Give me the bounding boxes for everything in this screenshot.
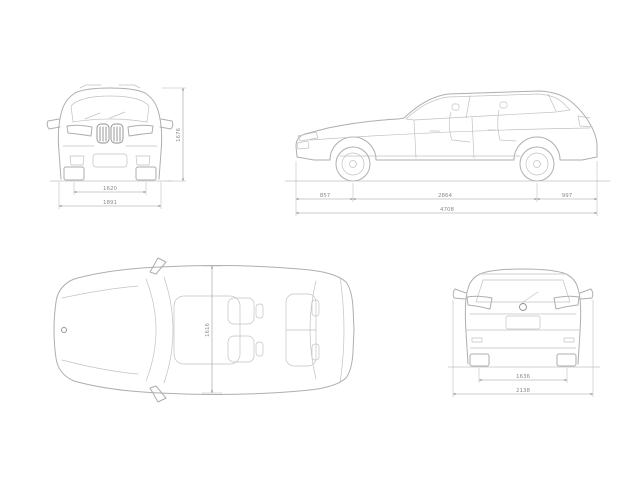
side-b-pillar — [465, 95, 471, 119]
top-mirror-lower — [149, 385, 167, 403]
rear-window — [475, 279, 571, 303]
rear-wheel-rim — [525, 152, 549, 176]
right-mirror — [159, 118, 174, 130]
side-taillight — [577, 115, 593, 128]
front-fog-left — [69, 155, 85, 166]
front-wheel — [335, 146, 371, 182]
rear-taillight-left — [466, 295, 493, 310]
side-glasshouse — [405, 93, 571, 121]
front-height-extensions — [162, 87, 186, 182]
rear-emblem — [519, 303, 527, 311]
front-wipers — [84, 111, 126, 120]
top-mirror-upper — [149, 257, 167, 275]
rear-reflector-left — [471, 337, 483, 343]
rear-body-outline — [464, 268, 582, 365]
rear-wheel-right — [556, 353, 577, 367]
front-fog-right — [135, 155, 151, 166]
top-sunroof — [173, 295, 241, 365]
side-front-overhang-label: 857 — [320, 193, 331, 199]
front-wheel-rim — [341, 152, 365, 176]
left-mirror — [46, 118, 61, 130]
side-wheelbase-label: 2864 — [438, 193, 452, 199]
front-width-extensions — [58, 182, 162, 209]
side-extension-lines — [295, 161, 598, 216]
side-rear-overhang-label: 997 — [562, 193, 573, 199]
front-windshield — [70, 95, 150, 123]
rear-mirror-width-extensions — [452, 300, 594, 397]
side-length-label: 4708 — [440, 207, 454, 213]
top-rear-bench — [285, 293, 320, 367]
side-c-pillar — [547, 93, 557, 112]
right-headlight — [127, 124, 154, 137]
rear-taillight-right — [553, 295, 580, 310]
side-body-lower — [296, 136, 598, 161]
front-wheel-right — [135, 166, 157, 181]
rear-wiper — [522, 291, 539, 303]
side-view: 857 2864 997 4708 — [284, 90, 611, 216]
top-tailgate-edge — [339, 276, 345, 384]
front-roof-rails — [79, 84, 141, 89]
side-headlight — [297, 131, 319, 142]
side-body-upper — [295, 90, 598, 158]
top-view: 1616 — [53, 257, 355, 403]
rear-track-label: 1636 — [516, 374, 530, 380]
rear-wheel — [519, 146, 555, 182]
rear-wheel-left — [469, 353, 490, 367]
front-track-label: 1620 — [103, 186, 117, 192]
side-front-grille — [296, 140, 310, 150]
front-height-label: 1676 — [176, 128, 182, 142]
top-windshield-base — [145, 278, 157, 382]
side-rear-seat — [497, 101, 517, 142]
rear-mirror-right — [579, 288, 594, 300]
rear-mirror-width-label: 2138 — [516, 388, 530, 394]
rear-license-plate — [505, 315, 541, 330]
hood-emblem — [61, 327, 67, 333]
rear-wheel-hub — [533, 160, 541, 168]
top-hood-contours — [61, 285, 139, 375]
front-body-outline — [57, 87, 163, 180]
side-front-seat — [448, 103, 471, 143]
top-width-label: 1616 — [205, 323, 211, 337]
top-front-seat-right — [227, 335, 264, 363]
side-door-cuts — [413, 117, 475, 159]
front-intake — [92, 153, 128, 168]
rear-reflector-right — [563, 337, 575, 343]
rear-mirror-left — [452, 288, 467, 300]
top-windshield-top — [163, 276, 174, 384]
front-wheel-hub — [349, 160, 357, 168]
front-view: 1620 1891 1676 — [46, 84, 186, 209]
top-front-seat-left — [227, 297, 264, 325]
front-width-label: 1891 — [103, 200, 117, 206]
left-headlight — [66, 124, 93, 137]
kidney-grille-left — [96, 123, 110, 144]
top-body-outline — [53, 265, 355, 395]
grille-slats — [99, 126, 121, 142]
rear-view: 1636 2138 — [447, 268, 601, 397]
front-wheel-left — [63, 166, 85, 181]
kidney-grille-right — [110, 123, 124, 144]
